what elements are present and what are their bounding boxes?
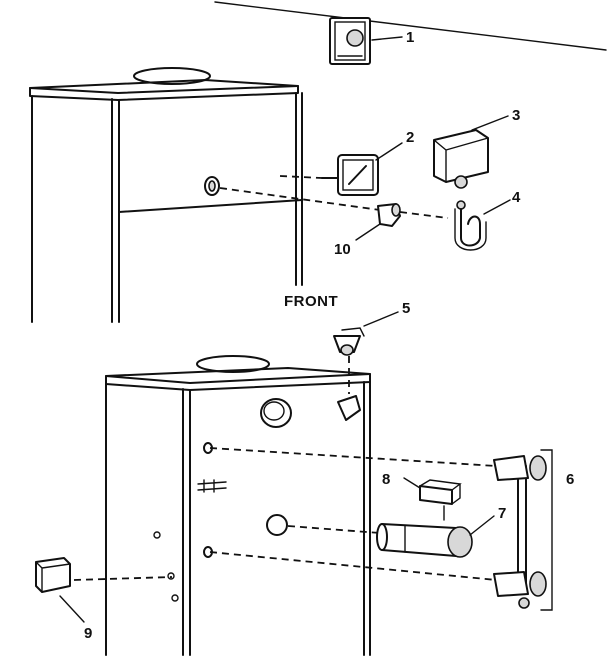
frame-border-line bbox=[214, 1, 607, 51]
lower-flue-collar bbox=[196, 355, 270, 373]
part-burner-assembly bbox=[287, 515, 495, 558]
callout-1: 1 bbox=[406, 29, 414, 46]
upper-cabinet bbox=[29, 67, 303, 323]
lower-cabinet bbox=[105, 355, 371, 656]
part-water-column bbox=[209, 447, 553, 611]
callout-2: 2 bbox=[406, 129, 414, 146]
leader-line-1 bbox=[371, 36, 403, 41]
leader-line-5 bbox=[363, 311, 399, 327]
part-elbow-fitting bbox=[219, 187, 449, 241]
part-transformer bbox=[35, 557, 173, 623]
leader-line-10 bbox=[355, 223, 381, 241]
callout-9: 9 bbox=[84, 625, 92, 642]
part-mounting-block bbox=[403, 477, 462, 521]
bracket-6 bbox=[540, 449, 553, 611]
leader-line-9 bbox=[59, 595, 85, 623]
leader-line-8 bbox=[403, 477, 421, 489]
part-thermostat bbox=[329, 17, 403, 65]
callout-4: 4 bbox=[512, 189, 521, 206]
lower-cabinet-top bbox=[105, 367, 371, 384]
lower-burner-port bbox=[266, 514, 288, 536]
callout-10: 10 bbox=[334, 241, 351, 258]
part-siphon-tube bbox=[454, 199, 511, 251]
leader-line-4 bbox=[483, 199, 511, 215]
callout-8: 8 bbox=[382, 471, 390, 488]
part-limit-control bbox=[279, 142, 403, 196]
leader-line-2 bbox=[375, 142, 403, 161]
lower-observation-port bbox=[260, 398, 292, 428]
callout-6: 6 bbox=[566, 471, 574, 488]
part-vent-valve bbox=[333, 311, 399, 421]
part-relay bbox=[433, 115, 509, 189]
leader-line-3 bbox=[471, 115, 509, 131]
callout-7: 7 bbox=[498, 505, 506, 522]
callout-3: 3 bbox=[512, 107, 520, 124]
orientation-label-front: FRONT bbox=[284, 293, 338, 310]
leader-line-7 bbox=[469, 515, 495, 536]
callout-5: 5 bbox=[402, 300, 410, 317]
upper-cabinet-top bbox=[29, 79, 299, 94]
